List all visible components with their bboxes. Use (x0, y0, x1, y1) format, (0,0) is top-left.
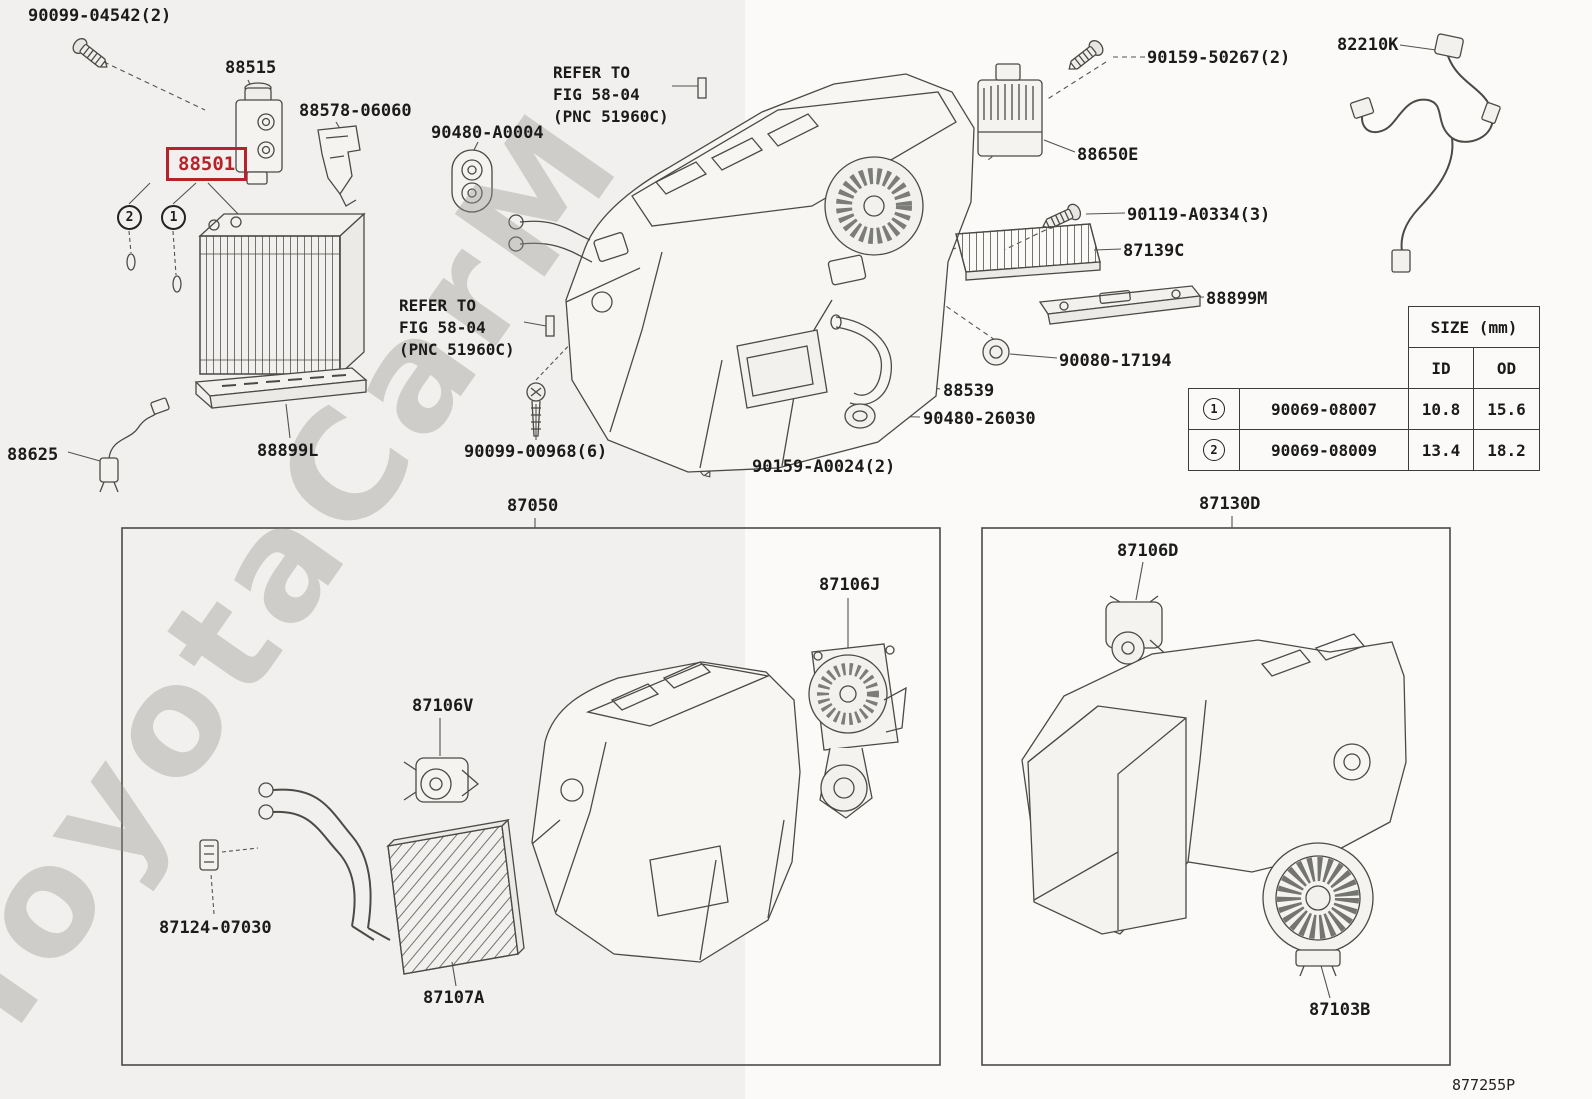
drain-tray-88899L (194, 367, 368, 409)
grommet-90480-26030 (844, 403, 876, 429)
note-line: (PNC 51960C) (553, 107, 669, 126)
callout-1-table: 1 (1203, 398, 1225, 420)
expansion-valve-88515 (235, 82, 283, 185)
note-line: FIG 58-04 (399, 318, 486, 337)
servo-assembly-87106J (808, 643, 907, 819)
label-88899M[interactable]: 88899M (1206, 289, 1268, 309)
label-87106J[interactable]: 87106J (819, 575, 881, 595)
label-87106V[interactable]: 87106V (412, 696, 474, 716)
figure-code: 877255P (1452, 1076, 1516, 1094)
note-line: REFER TO (553, 63, 631, 82)
label-90099-00968[interactable]: 90099-00968(6) (464, 442, 608, 462)
heater-core-87107A (386, 818, 525, 975)
size-table-row1-id: 10.8 (1408, 388, 1474, 430)
size-table-title: SIZE (mm) (1408, 306, 1540, 348)
bolt-90159-50267-icon (1063, 37, 1107, 76)
size-table-col-od: OD (1473, 347, 1540, 389)
size-table-row2-od: 18.2 (1473, 429, 1540, 471)
label-90480-A0004[interactable]: 90480-A0004 (431, 123, 544, 143)
label-87130D[interactable]: 87130D (1199, 494, 1261, 514)
label-87107A[interactable]: 87107A (423, 988, 485, 1008)
label-90099-04542[interactable]: 90099-04542(2) (28, 6, 172, 26)
grommet-90080-17194 (982, 338, 1010, 366)
note-line: REFER TO (399, 296, 477, 315)
servo-87106V (403, 757, 480, 803)
label-88625[interactable]: 88625 (7, 445, 59, 465)
wire-harness-82210K (1349, 33, 1501, 273)
label-88501-highlighted[interactable]: 88501 (166, 147, 248, 181)
size-table-row1-callout: 1 (1188, 388, 1240, 430)
refer-flag-icons (545, 77, 707, 337)
note-refer-fig58-04-a: REFER TO FIG 58-04 (PNC 51960C) (553, 62, 669, 128)
label-90159-50267[interactable]: 90159-50267(2) (1147, 48, 1291, 68)
size-table-col-id: ID (1408, 347, 1474, 389)
screw-90099-00968-icon (526, 382, 546, 437)
frame-87050 (121, 527, 941, 1066)
size-table-row2-id: 13.4 (1408, 429, 1474, 471)
label-87103B[interactable]: 87103B (1309, 1000, 1371, 1020)
frame-87130D (981, 527, 1451, 1066)
label-88539[interactable]: 88539 (943, 381, 995, 401)
blower-motor-87103B (1262, 842, 1374, 977)
note-line: (PNC 51960C) (399, 340, 515, 359)
hose-88539 (830, 314, 892, 406)
bolt-90099-04542-icon (69, 35, 113, 74)
label-87106D[interactable]: 87106D (1117, 541, 1179, 561)
size-table-row2-part[interactable]: 90069-08009 (1239, 429, 1409, 471)
label-87124-07030[interactable]: 87124-07030 (159, 918, 272, 938)
label-88650E[interactable]: 88650E (1077, 145, 1139, 165)
grommet-90480-A0004 (451, 149, 493, 213)
label-88578-06060[interactable]: 88578-06060 (299, 101, 412, 121)
amplifier-88650E (977, 63, 1043, 157)
label-82210K[interactable]: 82210K (1337, 35, 1399, 55)
size-table-row1-od: 15.6 (1473, 388, 1540, 430)
size-table-row1-part[interactable]: 90069-08007 (1239, 388, 1409, 430)
hvac-main-assembly (508, 73, 975, 473)
label-90119-A0334[interactable]: 90119-A0334(3) (1127, 205, 1271, 225)
wire-harness-88625 (99, 397, 170, 493)
label-90159-A0024[interactable]: 90159-A0024(2) (752, 457, 896, 477)
label-87139C[interactable]: 87139C (1123, 241, 1185, 261)
label-88515[interactable]: 88515 (225, 58, 277, 78)
note-line: FIG 58-04 (553, 85, 640, 104)
hvac-case-87050 (531, 661, 801, 963)
label-90080-17194[interactable]: 90080-17194 (1059, 351, 1172, 371)
callout-1[interactable]: 1 (161, 205, 186, 230)
servo-87106D (1105, 595, 1172, 667)
size-table-row2-callout: 2 (1188, 429, 1240, 471)
bracket-88899M (1038, 285, 1202, 325)
label-87050[interactable]: 87050 (507, 496, 559, 516)
clip-88578 (317, 125, 361, 207)
cabin-filter-87139C (955, 223, 1101, 281)
note-refer-fig58-04-b: REFER TO FIG 58-04 (PNC 51960C) (399, 295, 515, 361)
callout-2-table: 2 (1203, 439, 1225, 461)
blower-case-87130D (1021, 633, 1407, 935)
label-88899L[interactable]: 88899L (257, 441, 319, 461)
o-ring-icons (126, 253, 182, 293)
heater-pipes-87124 (199, 782, 391, 941)
label-90480-26030[interactable]: 90480-26030 (923, 409, 1036, 429)
evaporator-core (198, 212, 366, 376)
callout-2[interactable]: 2 (117, 205, 142, 230)
